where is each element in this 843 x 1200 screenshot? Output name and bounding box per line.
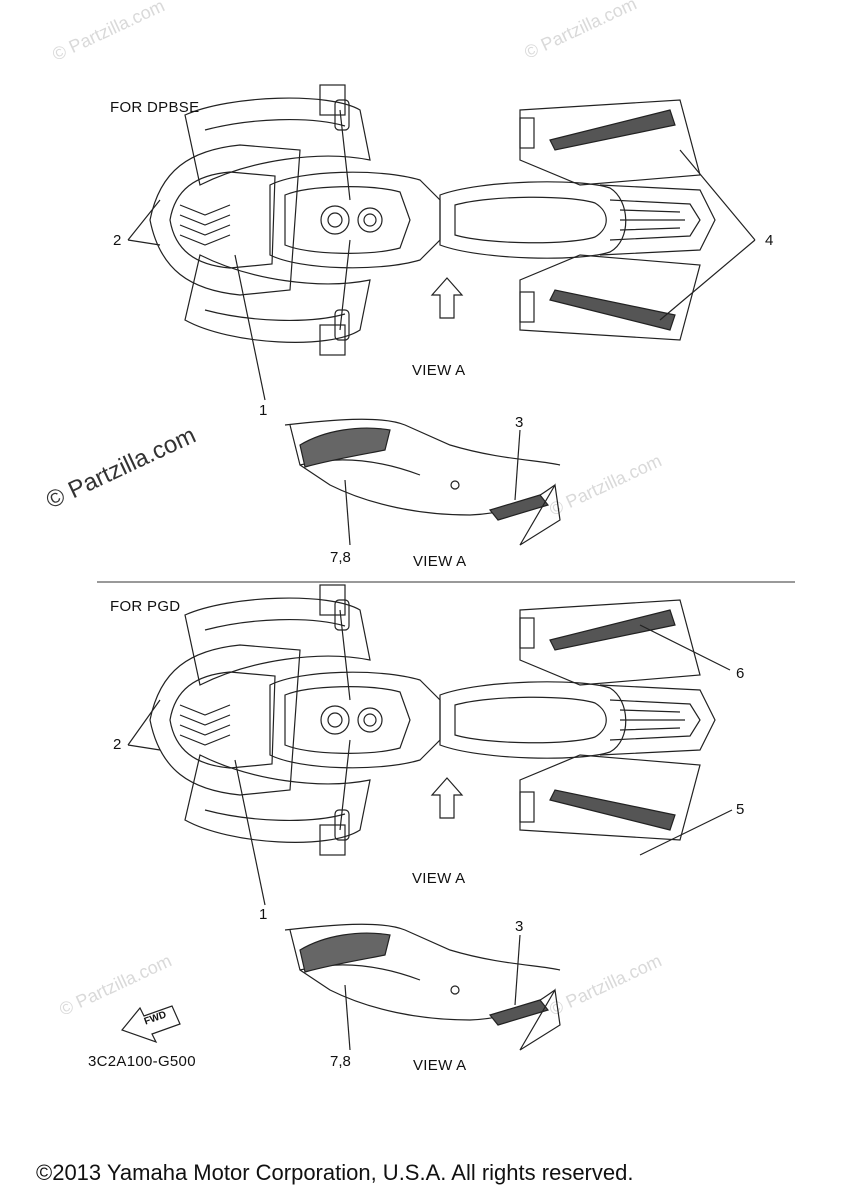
view-a-label-lower-side: VIEW A (413, 1057, 467, 1074)
section-heading-dpbse: FOR DPBSE (110, 99, 200, 116)
callout-5-lower: 5 (736, 801, 745, 818)
view-a-label-upper-top: VIEW A (412, 362, 466, 379)
side-view-pgd (284, 923, 561, 1051)
atv-top-view-dpbse (149, 84, 716, 356)
callout-4-upper: 4 (765, 232, 774, 249)
callout-3-upper: 3 (515, 414, 524, 431)
callout-6-lower: 6 (736, 665, 745, 682)
copyright-notice: ©2013 Yamaha Motor Corporation, U.S.A. A… (36, 1160, 634, 1185)
callout-78-upper: 7,8 (330, 549, 351, 566)
callout-1-lower: 1 (259, 906, 268, 923)
callout-2-upper: 2 (113, 232, 122, 249)
view-a-label-upper-side: VIEW A (413, 553, 467, 570)
atv-top-view-pgd (149, 584, 716, 856)
callout-78-lower: 7,8 (330, 1053, 351, 1070)
callout-2-lower: 2 (113, 736, 122, 753)
side-view-dpbse (284, 418, 561, 546)
part-code: 3C2A100-G500 (88, 1053, 196, 1070)
callout-1-upper: 1 (259, 402, 268, 419)
view-a-label-lower-top: VIEW A (412, 870, 466, 887)
callout-3-lower: 3 (515, 918, 524, 935)
section-heading-pgd: FOR PGD (110, 598, 181, 615)
fwd-arrow (120, 1005, 181, 1044)
